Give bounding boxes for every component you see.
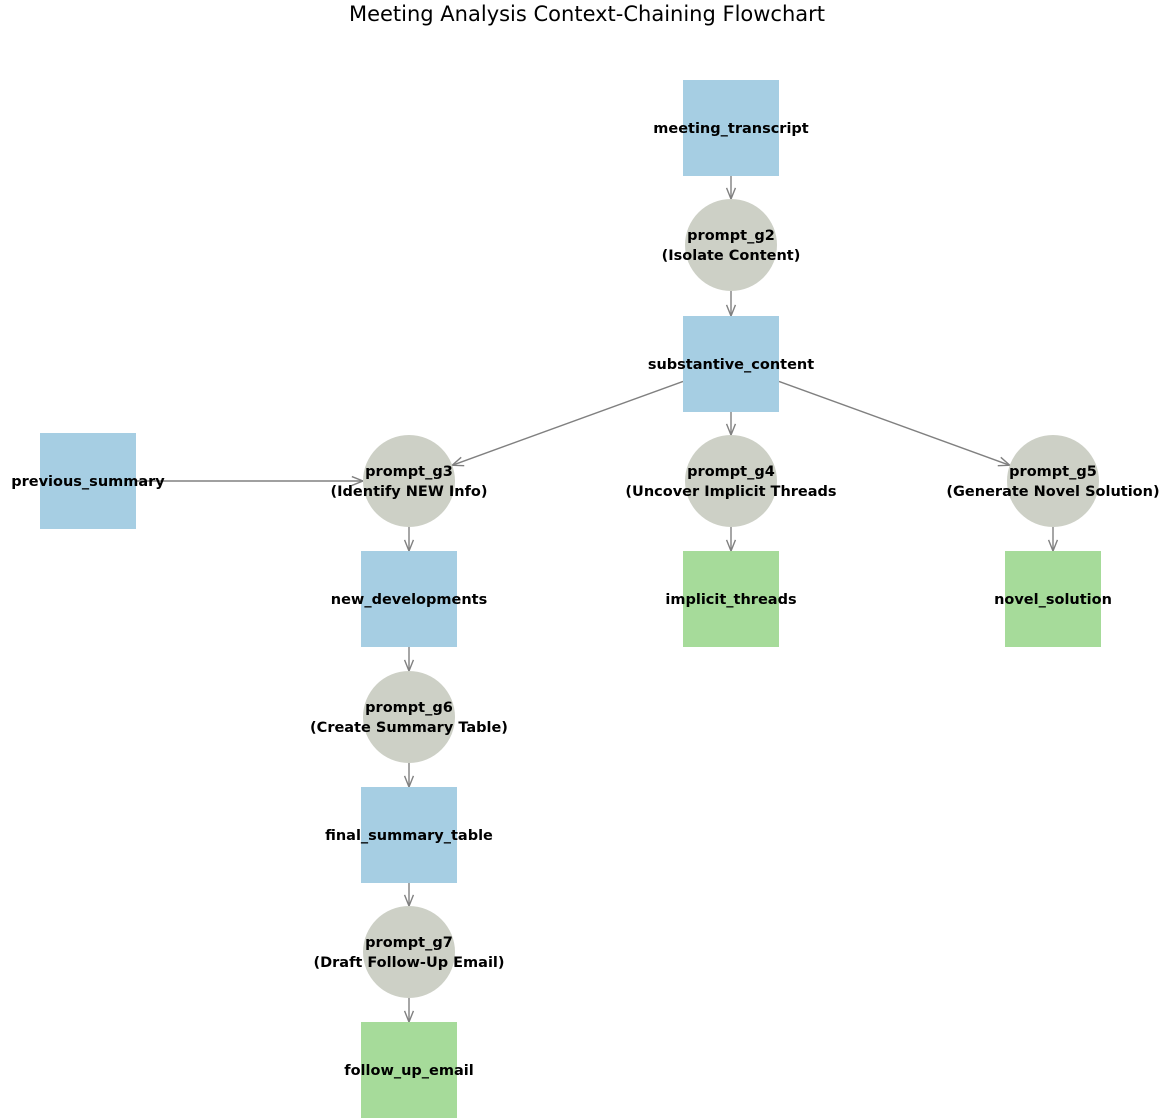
flow-node-new_developments[interactable] xyxy=(361,551,457,647)
flow-node-label-prompt_g4-line2: (Uncover Implicit Threads xyxy=(625,484,836,500)
flow-node-prompt_g4[interactable] xyxy=(685,435,777,527)
flow-node-final_summary_table[interactable] xyxy=(361,787,457,883)
flow-node-label-prompt_g5-line1: prompt_g5 xyxy=(1009,464,1097,480)
flow-edge-prompt_g4-to-implicit_threads xyxy=(725,527,737,553)
flow-edge-meeting_transcript-to-prompt_g2 xyxy=(725,176,737,201)
flow-node-label-prompt_g4-line1: prompt_g4 xyxy=(687,464,775,480)
flow-node-label-follow_up_email: follow_up_email xyxy=(344,1063,473,1079)
flow-edge-final_summary_table-to-prompt_g7 xyxy=(403,883,415,908)
flow-node-implicit_threads[interactable] xyxy=(683,551,779,647)
flow-node-label-implicit_threads: implicit_threads xyxy=(665,592,796,608)
nodes-layer xyxy=(40,80,1101,1118)
flow-node-label-substantive_content: substantive_content xyxy=(648,357,814,373)
flow-node-label-prompt_g6-line2: (Create Summary Table) xyxy=(310,720,508,736)
flow-node-label-prompt_g3-line1: prompt_g3 xyxy=(365,464,453,480)
flow-node-label-novel_solution: novel_solution xyxy=(994,592,1112,608)
edges-layer xyxy=(136,176,1059,1024)
flow-node-label-new_developments: new_developments xyxy=(331,592,487,608)
flow-edge-substantive_content-to-prompt_g4 xyxy=(725,412,737,437)
flow-node-prompt_g2[interactable] xyxy=(685,199,777,291)
flow-node-follow_up_email[interactable] xyxy=(361,1022,457,1118)
flow-edge-new_developments-to-prompt_g6 xyxy=(403,647,415,673)
flow-node-previous_summary[interactable] xyxy=(40,433,136,529)
flow-node-label-prompt_g2-line1: prompt_g2 xyxy=(687,228,775,244)
flow-node-prompt_g5[interactable] xyxy=(1007,435,1099,527)
flow-edge-prompt_g6-to-final_summary_table xyxy=(403,763,415,789)
flow-node-label-previous_summary: previous_summary xyxy=(11,474,165,490)
flow-node-prompt_g6[interactable] xyxy=(363,671,455,763)
flow-edge-substantive_content-to-prompt_g3 xyxy=(450,380,684,467)
flow-node-label-prompt_g7-line2: (Draft Follow-Up Email) xyxy=(313,955,504,971)
flow-node-prompt_g3[interactable] xyxy=(363,435,455,527)
flow-node-label-meeting_transcript: meeting_transcript xyxy=(653,121,809,137)
flow-node-label-prompt_g7-line1: prompt_g7 xyxy=(365,935,453,951)
labels-layer: meeting_transcript prompt_g2 (Isolate Cont… xyxy=(11,121,1159,1079)
flow-edge-prompt_g3-to-new_developments xyxy=(403,527,415,553)
flow-node-label-prompt_g6-line1: prompt_g6 xyxy=(365,700,453,716)
flow-node-label-final_summary_table: final_summary_table xyxy=(325,828,493,844)
flow-node-substantive_content[interactable] xyxy=(683,316,779,412)
flow-node-label-prompt_g2-line2: (Isolate Content) xyxy=(662,248,801,264)
page-title: Meeting Analysis Context-Chaining Flowch… xyxy=(348,2,826,26)
flow-node-label-prompt_g3-line2: (Identify NEW Info) xyxy=(331,484,488,500)
flow-edge-substantive_content-to-prompt_g5 xyxy=(778,380,1012,467)
flow-edge-prompt_g5-to-novel_solution xyxy=(1047,527,1059,553)
flow-node-novel_solution[interactable] xyxy=(1005,551,1101,647)
flow-edge-prompt_g2-to-substantive_content xyxy=(725,291,737,318)
flow-node-prompt_g7[interactable] xyxy=(363,906,455,998)
flow-edge-prompt_g7-to-follow_up_email xyxy=(403,998,415,1024)
flow-edge-previous_summary-to-prompt_g3 xyxy=(136,475,365,487)
flow-node-label-prompt_g5-line2: (Generate Novel Solution) xyxy=(946,484,1159,500)
flow-node-meeting_transcript[interactable] xyxy=(683,80,779,176)
